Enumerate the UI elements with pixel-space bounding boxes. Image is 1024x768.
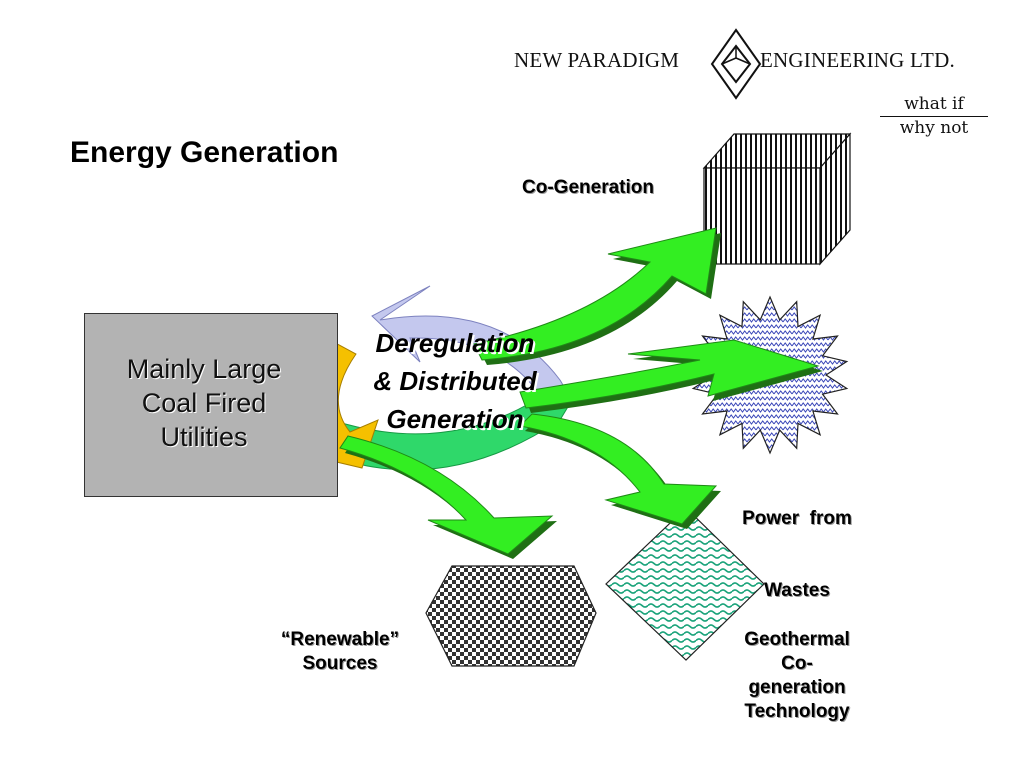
label-line: Co-: [781, 653, 813, 674]
label-line: “Renewable”: [280, 629, 400, 650]
label-line: Power from: [742, 508, 852, 529]
center-label: Deregulation & Distributed Generation: [330, 324, 580, 438]
source-line: Utilities: [160, 422, 248, 452]
logo-left-text: NEW PARADIGM: [514, 48, 680, 72]
tagline-bottom: why not: [899, 118, 969, 138]
cogeneration-block: [702, 132, 852, 266]
label-line: Co-Generation: [522, 177, 654, 198]
source-box: [84, 313, 338, 497]
arrow-to-geothermal: [518, 413, 718, 525]
center-line: Generation: [386, 404, 524, 434]
source-text: Mainly Large Coal Fired Utilities: [84, 352, 324, 454]
label-line: Technology: [744, 701, 850, 722]
label-line: generation: [748, 677, 846, 698]
label-cogeneration: Co-Generation: [488, 176, 688, 200]
label-power-from-wastes: Power from Wastes: [712, 459, 882, 627]
tagline-top: what if: [904, 94, 964, 114]
arrow-to-cogeneration: [473, 227, 717, 361]
geothermal-diamond: [605, 507, 765, 661]
label-line: Geothermal: [744, 629, 850, 650]
renewable-hexagon: [425, 565, 597, 667]
tagline: what if why not: [876, 94, 992, 138]
logo-right-text: ENGINEERING LTD.: [760, 48, 955, 72]
arrow-to-renewable: [339, 435, 554, 555]
label-line: Sources: [302, 653, 378, 674]
source-line: Mainly Large: [126, 354, 282, 384]
diamond-cube-icon: [710, 28, 762, 100]
source-line: Coal Fired: [141, 388, 267, 418]
center-line: Deregulation: [375, 328, 535, 358]
arrow-to-waste: [519, 339, 820, 409]
page-title: Energy Generation: [70, 136, 339, 169]
flow-arrows: [339, 227, 823, 559]
label-line: Wastes: [764, 580, 830, 601]
label-geothermal: Geothermal Co- generation Technology: [712, 628, 882, 724]
tagline-rule: [880, 116, 988, 117]
company-logo: NEW PARADIGM ENGINEERING LTD.: [512, 28, 1012, 108]
center-line: & Distributed: [373, 366, 537, 396]
label-renewable: “Renewable” Sources: [240, 628, 440, 676]
